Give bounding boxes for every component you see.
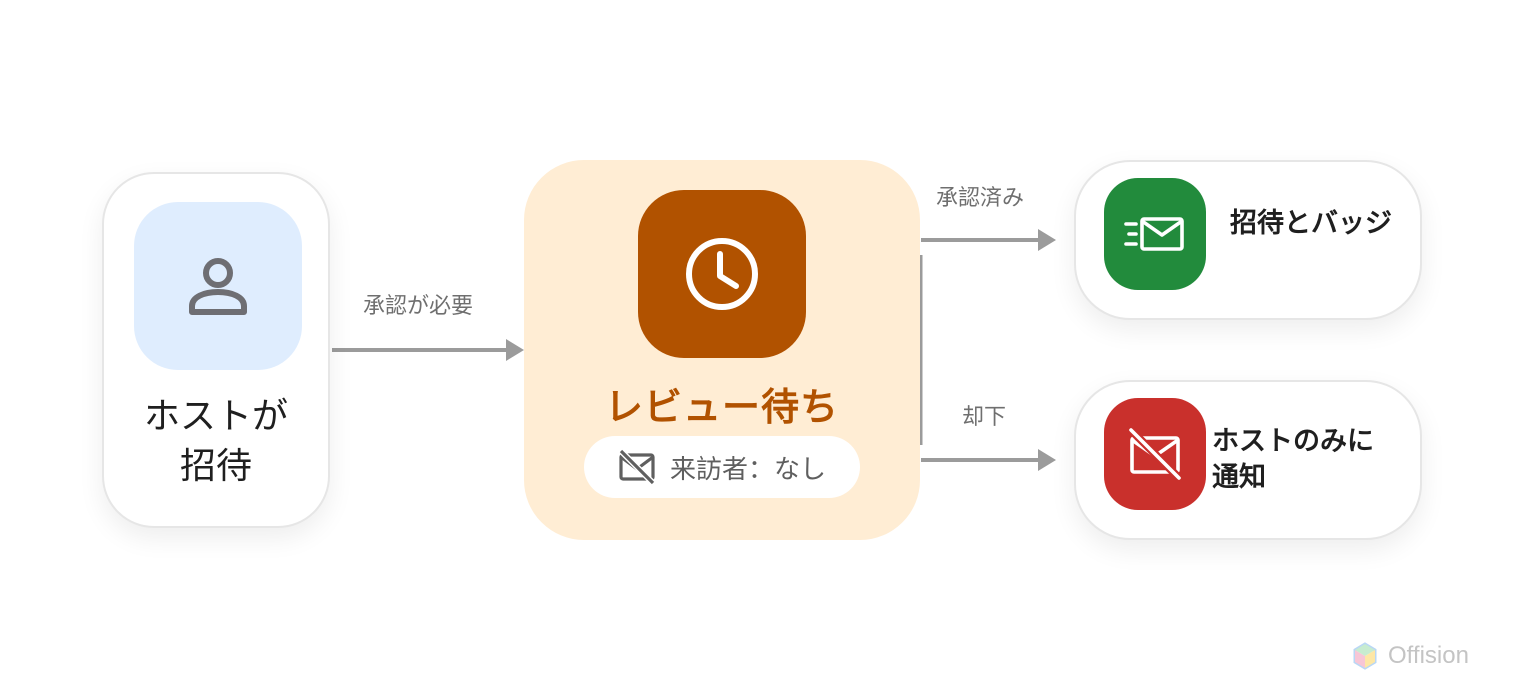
invite-and-badge-node: 招待とバッジ xyxy=(1074,160,1422,320)
visitor-status-pill: 来訪者：なし xyxy=(584,436,860,498)
mail-off-icon xyxy=(618,449,656,485)
rejected-node-title: ホストのみに 通知 xyxy=(1212,426,1374,493)
edge-label-rejected: 却下 xyxy=(962,405,1007,430)
mail-off-icon xyxy=(1128,427,1182,481)
edge-label-approval-required: 承認が必要 xyxy=(363,294,474,319)
mail-send-icon xyxy=(1124,217,1184,251)
pending-review-node: レビュー待ち 来訪者：なし xyxy=(524,160,920,540)
person-icon xyxy=(189,258,247,315)
host-icon-tile xyxy=(134,202,302,370)
arrowhead-review xyxy=(506,339,524,361)
review-node-title: レビュー待ち xyxy=(604,385,839,429)
mail-send-icon-tile xyxy=(1104,178,1206,290)
host-invites-node: ホストが 招待 xyxy=(102,172,330,528)
brand-name: Offision xyxy=(1388,642,1469,669)
mail-off-icon-tile xyxy=(1104,398,1206,510)
clock-icon-tile xyxy=(638,190,806,358)
approved-node-title: 招待とバッジ xyxy=(1230,208,1392,239)
clock-icon xyxy=(686,238,758,310)
arrowhead-rejected xyxy=(1038,449,1056,471)
notify-host-only-node: ホストのみに 通知 xyxy=(1074,380,1422,540)
brand-watermark: Offision xyxy=(1352,642,1469,670)
host-node-title: ホストが 招待 xyxy=(143,396,288,487)
arrowhead-approved xyxy=(1038,229,1056,251)
visitor-status-text: 来訪者：なし xyxy=(669,454,826,485)
offision-logo-icon xyxy=(1353,642,1377,670)
edge-label-approved: 承認済み xyxy=(936,186,1025,211)
